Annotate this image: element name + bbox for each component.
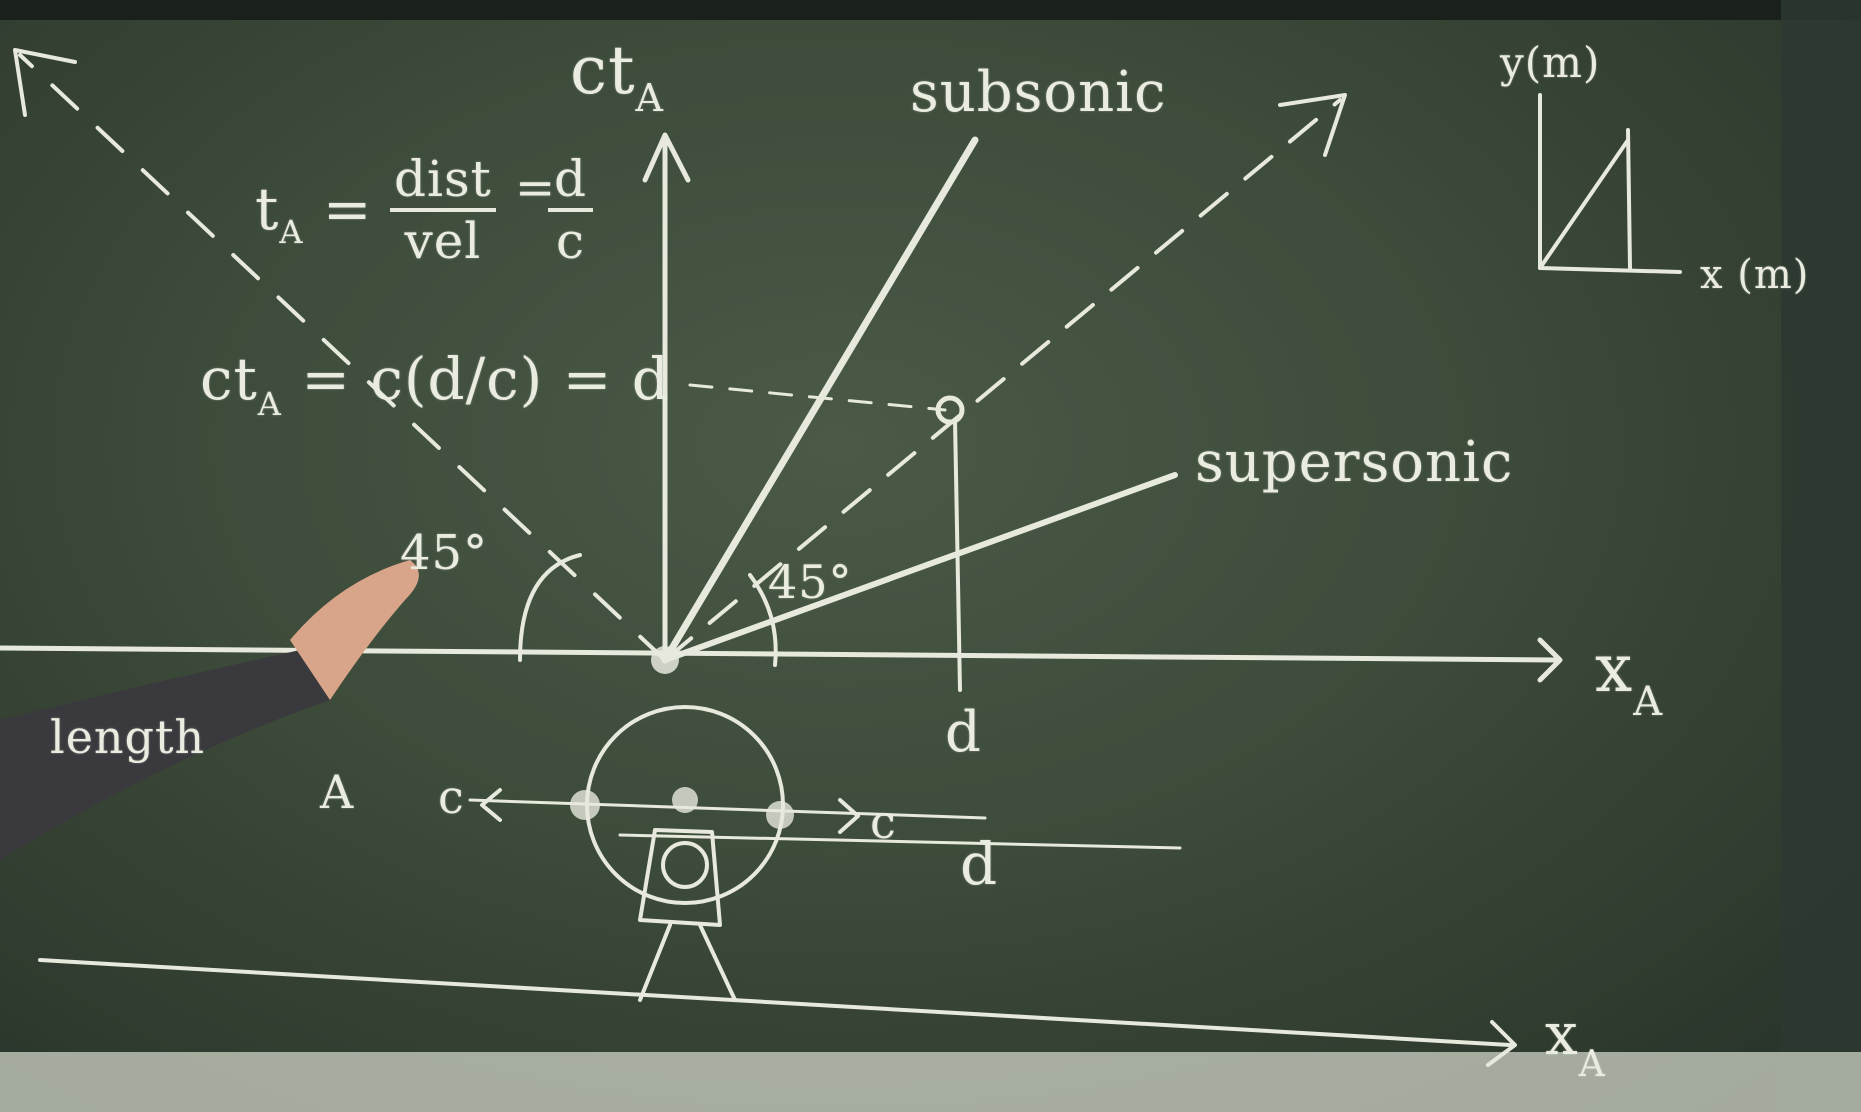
lower-x-axis-label: xA — [1545, 1000, 1606, 1085]
person-head — [663, 843, 707, 887]
angle-label-right: 45° — [768, 555, 853, 609]
supersonic-line — [665, 475, 1175, 660]
lower-x-axis-line — [40, 960, 1510, 1045]
source-point — [672, 787, 698, 813]
left-wave-point — [570, 790, 600, 820]
subsonic-label: subsonic — [910, 60, 1166, 125]
lower-horizontal-line — [470, 800, 985, 818]
lower-xa-label: A — [320, 765, 354, 819]
supersonic-label: supersonic — [1195, 430, 1513, 495]
right-wave-point — [766, 801, 794, 829]
event-vertical-line — [955, 420, 960, 690]
inset-vertical — [1628, 130, 1630, 268]
inset-y-label: y(m) — [1500, 38, 1600, 87]
lower-d-label: d — [960, 830, 998, 898]
origin-point — [651, 646, 679, 674]
inset-diagonal — [1540, 140, 1628, 268]
inset-x-label: x (m) — [1700, 252, 1809, 298]
lower-horizontal-line-2 — [620, 835, 1180, 848]
d-marker-label: d — [945, 700, 982, 765]
equation-time: tA = — [255, 175, 372, 251]
person-legs — [640, 925, 735, 1000]
equation-ct: ctA = c(d/c) = d — [200, 345, 670, 423]
light-cone-right — [665, 100, 1340, 660]
angle-label-left: 45° — [400, 525, 488, 581]
length-label: length — [50, 710, 205, 764]
inset-x-axis — [1540, 268, 1680, 272]
equation-time-fraction: dist vel — [390, 150, 496, 270]
ct-axis-label: ctA — [570, 32, 664, 120]
equation-time-result: d c — [548, 150, 593, 270]
lower-c-left-label: c — [438, 770, 465, 824]
x-axis-label: xA — [1595, 630, 1663, 725]
right-velocity-arrow — [840, 800, 858, 832]
left-velocity-arrow — [482, 790, 500, 820]
lower-c-right-label: c — [870, 795, 897, 849]
